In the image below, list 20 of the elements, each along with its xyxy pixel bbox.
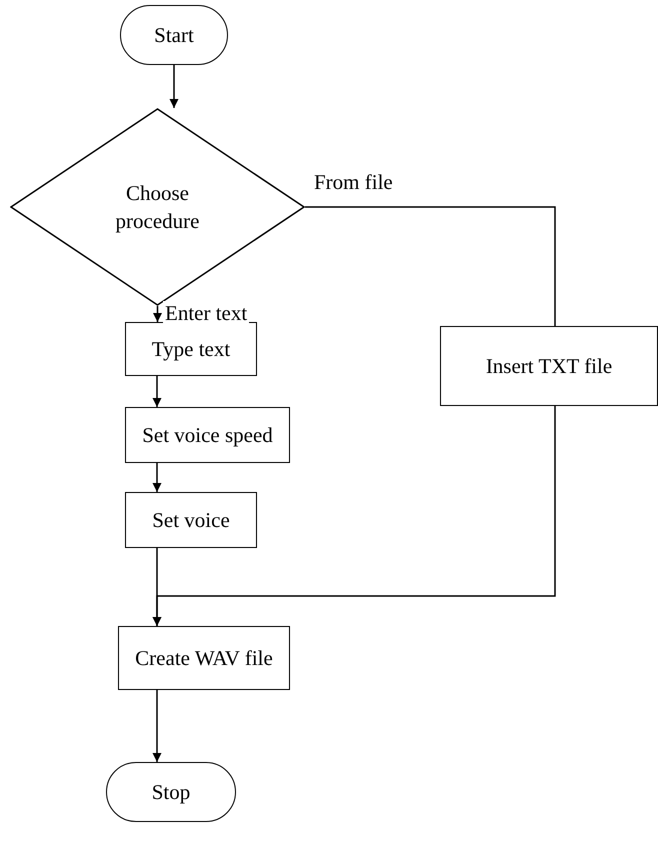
node-label: Choose procedure (114, 180, 200, 235)
arrow (152, 463, 162, 492)
node-label: Stop (152, 778, 190, 806)
arrow (152, 690, 162, 762)
arrow (152, 376, 162, 407)
node-label: Insert TXT file (486, 352, 612, 380)
arrow (170, 65, 178, 108)
node-label: Create WAV file (135, 644, 273, 672)
process-box (125, 492, 257, 548)
node-label: Type text (152, 336, 230, 363)
process-box (125, 407, 290, 463)
node-label: Start (154, 22, 194, 49)
process-box (125, 322, 257, 376)
process-box (440, 326, 658, 406)
node-label: Set voice (152, 506, 230, 534)
arrow (153, 306, 162, 322)
arrow (152, 406, 556, 626)
decision-diamond (10, 108, 305, 306)
node-label: Set voice speed (142, 422, 273, 449)
process-box (118, 626, 290, 690)
